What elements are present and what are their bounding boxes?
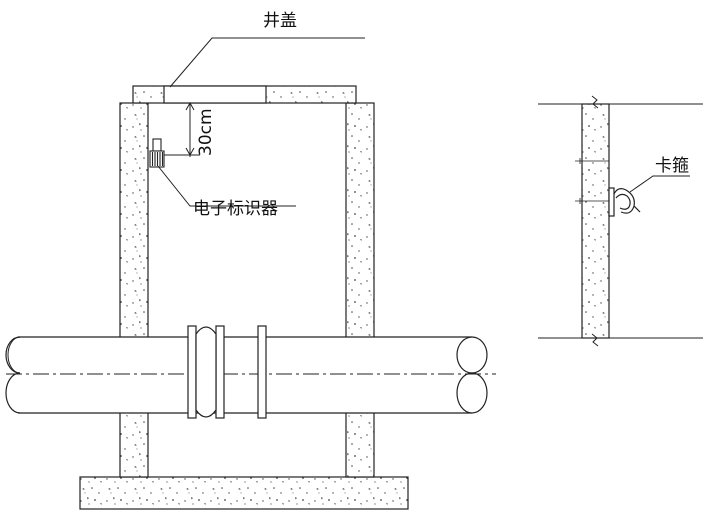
clamp-leader-line bbox=[629, 175, 690, 193]
marker-leader-line bbox=[157, 165, 296, 207]
right-wall bbox=[345, 102, 375, 478]
electronic-marker-device bbox=[149, 138, 165, 168]
clamp-shape bbox=[608, 187, 641, 217]
break-mark-bottom bbox=[591, 333, 599, 347]
flange-middle bbox=[215, 325, 225, 419]
base-slab bbox=[79, 476, 409, 510]
dimension-30cm bbox=[162, 101, 200, 157]
break-mark-top bbox=[591, 95, 599, 109]
flange-right bbox=[257, 325, 267, 419]
manhole-cover-label: 井盖 bbox=[263, 11, 297, 31]
pipe-assembly bbox=[5, 336, 496, 414]
dimension-label: 30cm bbox=[196, 108, 216, 156]
pipe-left-end bbox=[5, 336, 21, 414]
wall-detail-view: 卡箍 bbox=[538, 95, 703, 347]
manhole-cover bbox=[163, 85, 267, 104]
pipe-lower bbox=[18, 373, 472, 413]
expansion-joint-bulge bbox=[195, 326, 217, 418]
clamp-label: 卡箍 bbox=[655, 156, 689, 176]
cover-leader-line bbox=[169, 37, 365, 88]
pipe-right-end-lower bbox=[456, 372, 488, 414]
electronic-marker-label: 电子标识器 bbox=[193, 199, 278, 219]
detail-wall bbox=[581, 103, 610, 339]
flange-joint bbox=[187, 325, 267, 419]
pipe-right-end-upper bbox=[456, 336, 488, 374]
flange-left bbox=[187, 325, 197, 419]
pipe-upper bbox=[18, 337, 472, 373]
left-wall bbox=[119, 102, 149, 478]
